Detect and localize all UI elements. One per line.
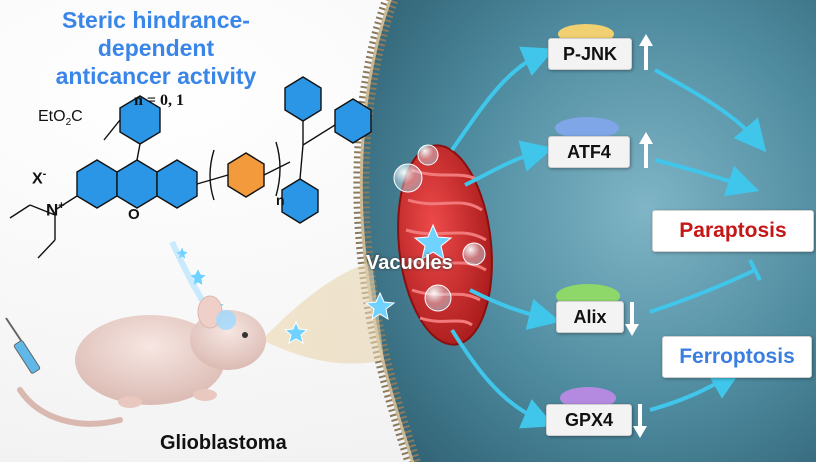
figure-title: Steric hindrance-dependent anticancer ac… (6, 6, 306, 90)
paraptosis-label: Paraptosis (679, 219, 787, 242)
vacuoles-label: Vacuoles (366, 252, 453, 274)
syringe-icon (5, 317, 41, 374)
nitrogen-label: N+ (46, 200, 65, 220)
protein-box-alix: Alix (556, 301, 624, 333)
title-line-1: Steric hindrance-dependent (62, 7, 250, 61)
protein-box-atf4: ATF4 (548, 136, 630, 168)
mouse (17, 295, 266, 427)
ferroptosis-label: Ferroptosis (679, 345, 795, 368)
counterion-label: X- (32, 168, 47, 188)
n-values-label: n = 0, 1 (134, 92, 185, 109)
outcome-paraptosis: Paraptosis (652, 210, 814, 252)
protein-box-p-jnk: P-JNK (548, 38, 632, 70)
mitochondrion (397, 144, 493, 346)
outcome-ferroptosis: Ferroptosis (662, 336, 812, 378)
vacuole-bubbles (393, 144, 486, 312)
pathway-arrows (450, 46, 767, 429)
molecule-structure (9, 76, 372, 259)
glioblastoma-label: Glioblastoma (160, 432, 287, 454)
protein-box-gpx4: GPX4 (546, 404, 632, 436)
repeat-index-label: n (276, 192, 285, 208)
inhibition-arrow (649, 259, 762, 314)
ester-label: EtO2C (38, 108, 83, 129)
oxygen-label: O (128, 206, 140, 223)
title-line-2: anticancer activity (55, 63, 257, 89)
